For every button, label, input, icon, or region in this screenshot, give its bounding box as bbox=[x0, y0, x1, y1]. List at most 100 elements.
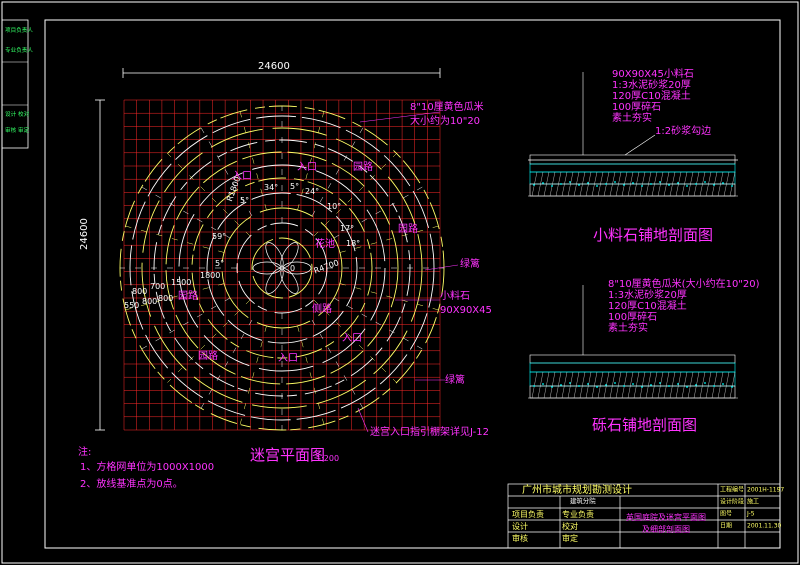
title-block-frame bbox=[507, 483, 781, 549]
section-dot bbox=[713, 385, 715, 387]
section-hatch bbox=[711, 371, 718, 399]
section-dot bbox=[578, 184, 580, 186]
center-petal bbox=[280, 242, 299, 268]
tb-company-sub: 建筑分院 bbox=[570, 497, 596, 505]
tb-row-2: 专业负责 bbox=[562, 510, 594, 519]
section-dot bbox=[668, 385, 670, 387]
s1-layer-2: 1:3水泥砂浆20厚 bbox=[612, 80, 691, 91]
maze-spoke bbox=[125, 225, 225, 253]
section-dot bbox=[677, 383, 679, 385]
section-hatch bbox=[675, 171, 682, 197]
section-hatch bbox=[591, 171, 598, 197]
s2-layer-4: 100厚碎石 bbox=[608, 312, 658, 323]
section-hatch bbox=[651, 171, 658, 197]
label-hedge-2: 绿篱 bbox=[445, 375, 465, 386]
center-petal bbox=[265, 242, 284, 268]
section-hatch bbox=[717, 171, 724, 197]
tb-meta-val-2: 施工 bbox=[747, 498, 759, 505]
s2-title: 砾石铺地剖面图 bbox=[592, 416, 698, 434]
section-hatch bbox=[723, 171, 730, 197]
section-hatch bbox=[615, 171, 622, 197]
dim-r2-0: 550 bbox=[124, 301, 140, 310]
s1-layer-4: 100厚碎石 bbox=[612, 102, 662, 113]
maze-spoke bbox=[167, 153, 251, 237]
plan-scale: 1:200 bbox=[316, 454, 340, 463]
angle-3: 5° bbox=[290, 182, 300, 191]
tb-drawing-name2: 及细部剖面图 bbox=[642, 525, 690, 534]
section-dot bbox=[542, 182, 544, 184]
section-hatch bbox=[537, 371, 544, 399]
note-1: 1、方格网单位为1000X1000 bbox=[80, 462, 215, 473]
section-hatch bbox=[645, 371, 652, 399]
section-dot bbox=[686, 185, 688, 187]
maze-spoke bbox=[141, 297, 231, 350]
left-strip-4: 审核 审定 bbox=[5, 127, 30, 134]
section-dot bbox=[695, 384, 697, 386]
section-dot bbox=[533, 385, 535, 387]
section-dot bbox=[713, 184, 715, 186]
section-hatch bbox=[585, 371, 592, 399]
label-gravel-top: 8"10厘黄色瓜米 bbox=[410, 102, 484, 113]
note-2: 2、放线基准点为0点。 bbox=[80, 479, 183, 490]
tb-drawing-name: 英国庭院及迷宫平面图 bbox=[626, 513, 706, 522]
maze-spoke bbox=[339, 225, 439, 253]
section-hatch bbox=[549, 171, 556, 197]
section-dot bbox=[731, 386, 733, 388]
label-small-stone-size: 90X90X45 bbox=[440, 305, 492, 316]
tb-row-1: 项目负责 bbox=[512, 510, 544, 519]
label-road-ne: 园路 bbox=[353, 162, 373, 173]
maze-ring bbox=[129, 115, 435, 421]
tb-company: 广州市城市规划勘测设计 bbox=[522, 485, 632, 496]
maze-spoke bbox=[339, 283, 439, 311]
section-hatch bbox=[699, 171, 706, 197]
section-hatch bbox=[711, 171, 718, 197]
maze-spoke bbox=[313, 299, 397, 383]
top-dimension-label: 24600 bbox=[258, 61, 290, 72]
section-dot bbox=[614, 382, 616, 384]
section-dot bbox=[659, 382, 661, 384]
section-hatch bbox=[609, 171, 616, 197]
leaders bbox=[357, 111, 459, 433]
section-dot bbox=[587, 383, 589, 385]
section-hatch bbox=[549, 371, 556, 399]
tb-meta-2: 设计阶段 bbox=[720, 498, 744, 505]
maze-spoke bbox=[297, 111, 325, 211]
maze-spoke bbox=[167, 299, 251, 383]
section-dot bbox=[632, 383, 634, 385]
left-strip-frame bbox=[1, 19, 29, 149]
angle-1: 5° bbox=[240, 196, 250, 205]
section-dot bbox=[659, 181, 661, 183]
tb-meta-val-4: 2001.11.30 bbox=[747, 522, 782, 529]
maze-ring bbox=[141, 127, 423, 409]
section-dot bbox=[605, 384, 607, 386]
left-strip-1: 项目负责人 bbox=[5, 27, 33, 34]
tb-meta-4: 日期 bbox=[720, 522, 732, 529]
section-hatch bbox=[669, 371, 676, 399]
section-hatch bbox=[669, 171, 676, 197]
section-hatch bbox=[585, 171, 592, 197]
section-dot bbox=[722, 182, 724, 184]
section-hatch bbox=[639, 371, 646, 399]
section-hatch bbox=[663, 371, 670, 399]
s1-title: 小料石铺地剖面图 bbox=[593, 226, 714, 244]
label-entry-n: 入口 bbox=[297, 162, 317, 173]
maze-spoke bbox=[125, 283, 225, 311]
section-hatch bbox=[633, 171, 640, 197]
section-hatch bbox=[543, 171, 550, 197]
section-hatch bbox=[609, 371, 616, 399]
label-flower-pool: 花池 bbox=[315, 239, 335, 250]
section-dot bbox=[569, 181, 571, 183]
maze-ring bbox=[191, 177, 373, 359]
angle-9: 5° bbox=[215, 259, 225, 268]
center-petal bbox=[280, 268, 299, 294]
section-dot bbox=[704, 382, 706, 384]
section-dot bbox=[542, 383, 544, 385]
angle-7: 18° bbox=[346, 239, 361, 248]
maze-spoke bbox=[200, 319, 253, 409]
angle-2: 34° bbox=[264, 183, 279, 192]
section-dot bbox=[551, 185, 553, 187]
section-hatch bbox=[705, 371, 712, 399]
angle-6: 17° bbox=[340, 224, 355, 233]
section-hatch bbox=[561, 371, 568, 399]
